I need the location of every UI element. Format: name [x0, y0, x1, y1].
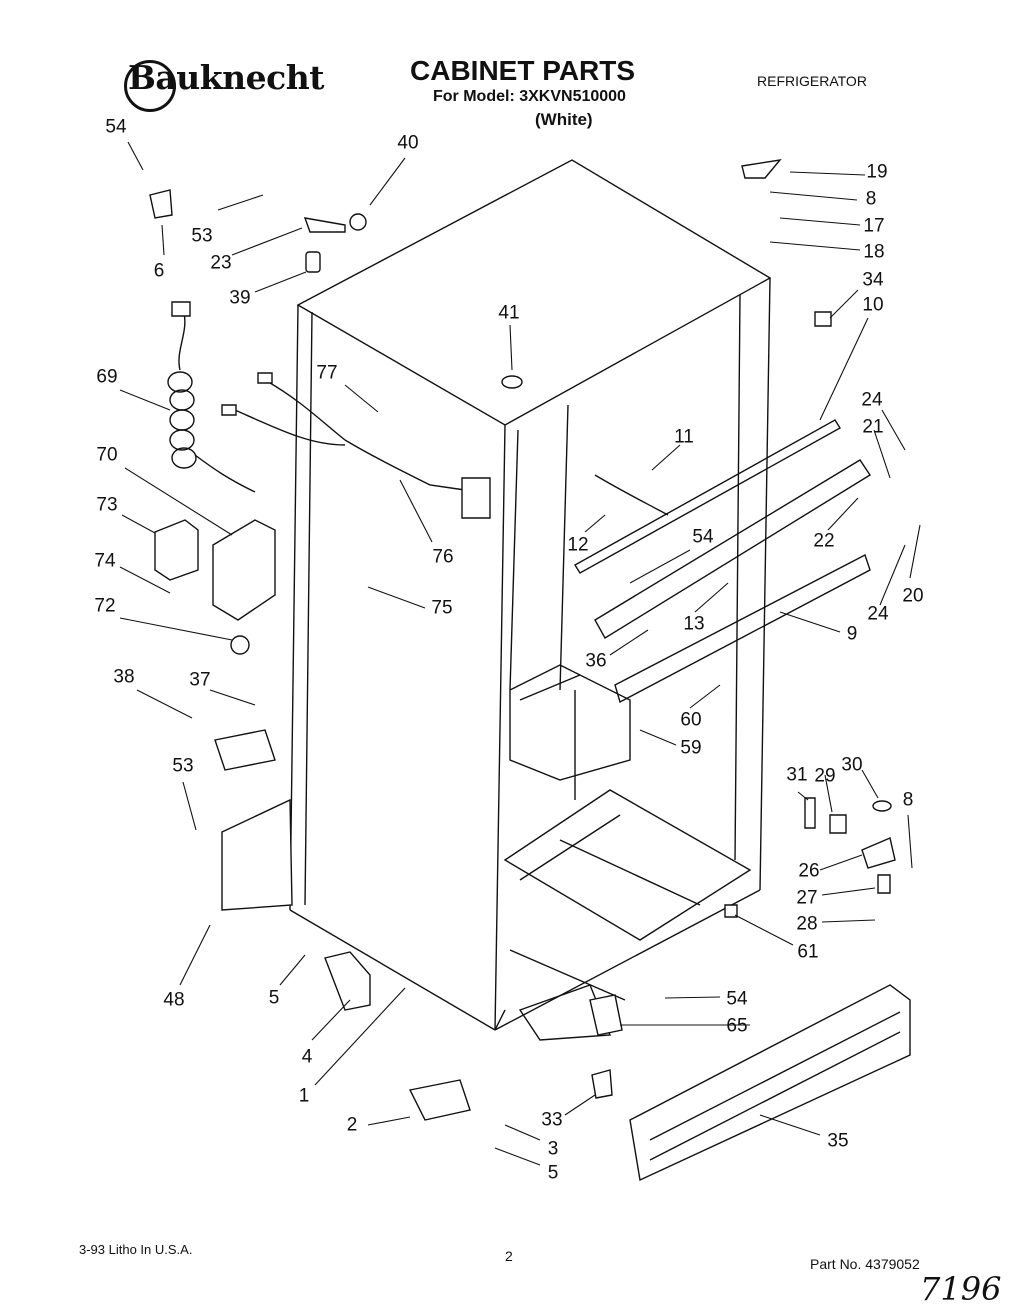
callout-label: 48 — [163, 989, 185, 1011]
hinge-part-23 — [305, 218, 345, 232]
washer-part-30 — [873, 801, 891, 811]
callout-label: 6 — [153, 260, 165, 282]
callout-label: 24 — [861, 389, 883, 411]
callout-label: 21 — [862, 416, 884, 438]
callout-label: 70 — [96, 444, 118, 466]
callout-label: 36 — [585, 650, 607, 672]
callout-label: 5 — [547, 1162, 559, 1184]
callout-label: 40 — [397, 132, 419, 154]
callout-label: 75 — [431, 597, 453, 619]
callout-label: 27 — [796, 887, 818, 909]
relay-part-73 — [155, 520, 198, 580]
callout-label: 8 — [865, 188, 877, 210]
power-cord-part-69 — [168, 302, 255, 492]
callout-label: 61 — [797, 941, 819, 963]
rail-part-10 — [575, 420, 840, 573]
callout-label: 59 — [680, 737, 702, 759]
hinge-cover-part-6 — [150, 190, 172, 218]
clip-part-61 — [725, 905, 737, 917]
callout-label: 11 — [674, 426, 694, 448]
model-line: For Model: 3XKVN510000 — [433, 88, 626, 105]
callout-label: 74 — [94, 550, 116, 572]
callout-label: 20 — [902, 585, 924, 607]
callout-label: 17 — [863, 215, 885, 237]
washer-part-40 — [350, 214, 366, 230]
callout-label: 37 — [189, 669, 211, 691]
shim-part-31 — [805, 798, 815, 828]
callout-label: 39 — [229, 287, 251, 309]
bracket-part-33 — [592, 1070, 612, 1098]
callout-label: 53 — [172, 755, 194, 777]
grommet-part-72 — [231, 636, 249, 654]
bushing-part-29 — [830, 815, 846, 833]
callout-label: 41 — [498, 302, 520, 324]
rail-part-9 — [615, 555, 870, 702]
thermostat-part-37 — [215, 730, 275, 770]
control-housing-part-48 — [222, 800, 292, 910]
plug-part-41 — [502, 376, 522, 388]
callout-label: 1 — [298, 1085, 310, 1107]
callout-label: 8 — [902, 789, 914, 811]
callout-label: 23 — [210, 252, 232, 274]
callout-label: 54 — [105, 116, 127, 138]
toe-grille-part-35 — [630, 985, 910, 1180]
callout-label: 22 — [813, 530, 835, 552]
litho-note: 3-93 Litho In U.S.A. — [79, 1242, 193, 1257]
callout-label: 4 — [301, 1046, 313, 1068]
callout-label: 3 — [547, 1138, 559, 1160]
handwritten-note: 7196 — [920, 1270, 1002, 1308]
spacer-part-27 — [878, 875, 890, 893]
cap-part-34 — [815, 312, 831, 326]
callout-leader-lines — [120, 142, 920, 1165]
roller-part-2 — [410, 1080, 470, 1120]
roller-part-4 — [325, 952, 370, 1010]
callout-label: 28 — [796, 913, 818, 935]
callout-label: 65 — [726, 1015, 748, 1037]
page-number: 2 — [505, 1248, 513, 1264]
bottom-hinge-part-26 — [862, 838, 895, 868]
callout-label: 5 — [268, 987, 280, 1009]
callout-label: 10 — [862, 294, 884, 316]
callout-label: 73 — [96, 494, 118, 516]
callout-label: 77 — [316, 362, 338, 384]
spacer-part-39 — [306, 252, 320, 272]
callout-label: 34 — [862, 269, 884, 291]
callout-label: 13 — [683, 613, 705, 635]
callout-label: 54 — [726, 988, 748, 1010]
callout-label: 76 — [432, 546, 454, 568]
part-number: Part No. 4379052 — [810, 1256, 920, 1272]
callout-label: 18 — [863, 241, 885, 263]
page-title: CABINET PARTS — [410, 55, 636, 86]
callout-label: 30 — [841, 754, 863, 776]
wiring-harness-part-76 — [222, 373, 490, 518]
callout-label: 53 — [191, 225, 213, 247]
callout-label: 31 — [786, 764, 808, 786]
callout-label: 19 — [866, 161, 888, 183]
wire-harness-part-12 — [595, 475, 668, 515]
callout-label: 72 — [94, 595, 116, 617]
callout-label: 24 — [867, 603, 889, 625]
callout-label: 2 — [346, 1114, 358, 1136]
appliance-type: REFRIGERATOR — [757, 73, 867, 89]
cabinet-shell — [290, 160, 770, 1040]
callout-label: 38 — [113, 666, 135, 688]
hinge-cap-part-19 — [742, 160, 780, 178]
callout-label: 9 — [846, 623, 858, 645]
callout-label: 12 — [567, 534, 589, 556]
callout-label: 54 — [692, 526, 714, 548]
callout-label: 33 — [541, 1109, 563, 1131]
rail-part-13 — [595, 460, 870, 638]
callout-label: 69 — [96, 366, 118, 388]
relay-box-part-70 — [213, 520, 275, 620]
brand-logo: Bauknecht — [124, 58, 324, 112]
callout-label: 35 — [827, 1130, 849, 1152]
callout-label: 29 — [814, 765, 836, 787]
color-line: (White) — [535, 110, 593, 129]
callout-label: 60 — [680, 709, 702, 731]
bracket-part-65 — [590, 995, 622, 1035]
callout-label: 26 — [798, 860, 820, 882]
